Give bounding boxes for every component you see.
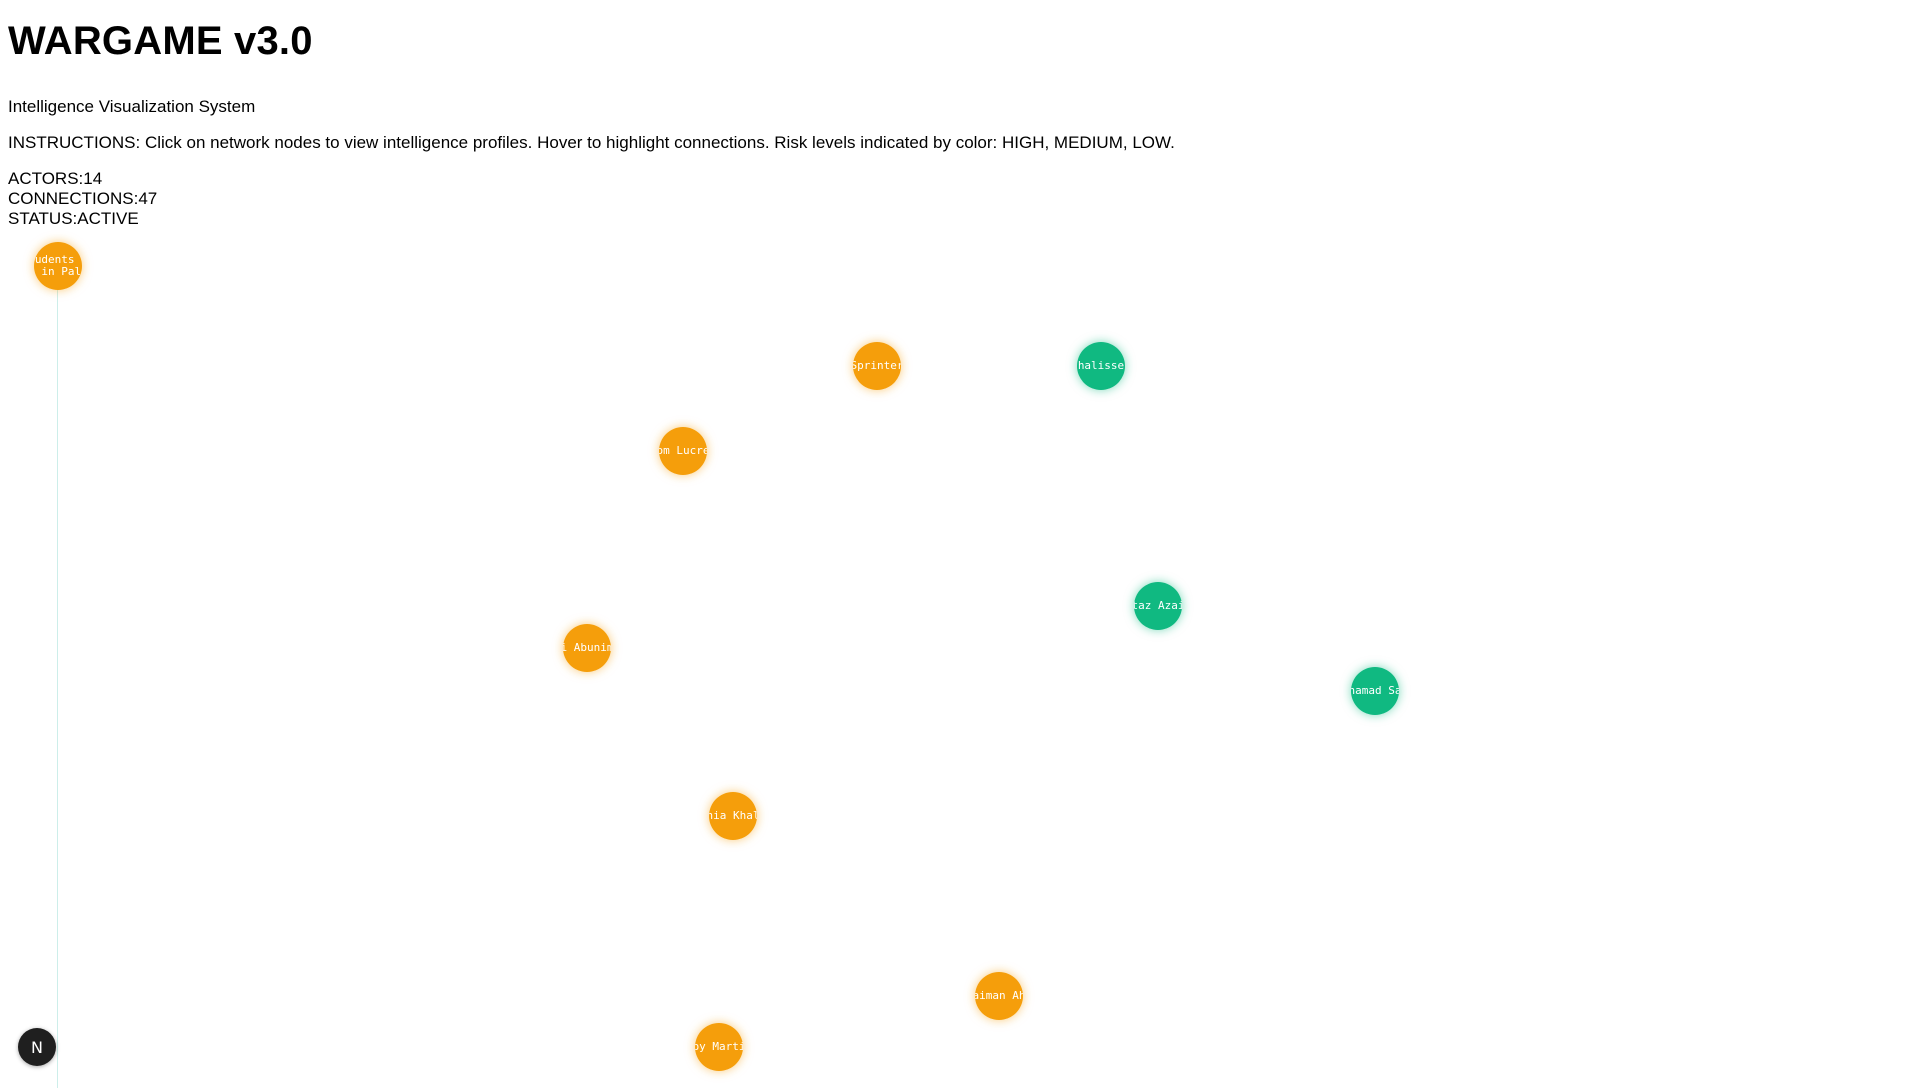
status-indicator: STATUS:ACTIVE <box>8 209 139 228</box>
network-node[interactable]: hamad Sa <box>1351 667 1399 715</box>
network-node[interactable]: halisse <box>1077 342 1125 390</box>
node-label: halisse <box>1077 359 1125 372</box>
stats-panel: ACTORS:14 CONNECTIONS:47 STATUS:ACTIVE <box>8 169 1175 229</box>
network-graph[interactable]: udents in Pal Sprinter halisse om Lucre … <box>0 230 1920 1088</box>
actors-count: ACTORS:14 <box>8 169 103 188</box>
node-label: aiman Ah <box>975 989 1023 1002</box>
node-label: nia Khal <box>709 809 757 822</box>
network-node[interactable]: taz Azai <box>1134 582 1182 630</box>
node-label: Sprinter <box>853 359 901 372</box>
page-title: WARGAME v3.0 <box>8 19 313 63</box>
node-label: hamad Sa <box>1351 684 1399 697</box>
dev-tools-button[interactable]: N <box>18 1028 56 1066</box>
network-node[interactable]: by Marti <box>695 1023 743 1071</box>
network-node[interactable]: udents in Pal <box>34 242 82 290</box>
connection-edge <box>57 278 58 1088</box>
page-header: WARGAME v3.0 Intelligence Visualization … <box>8 0 1175 229</box>
network-node[interactable]: i Abunim <box>563 624 611 672</box>
node-label: om Lucre <box>659 444 707 457</box>
instructions-text: INSTRUCTIONS: Click on network nodes to … <box>8 133 1175 152</box>
network-node[interactable]: aiman Ah <box>975 972 1023 1020</box>
page-subtitle: Intelligence Visualization System <box>8 97 256 116</box>
node-label: udents in Pal <box>34 253 82 278</box>
connections-count: CONNECTIONS:47 <box>8 189 158 208</box>
node-label: taz Azai <box>1134 599 1182 612</box>
network-node[interactable]: om Lucre <box>659 427 707 475</box>
network-node[interactable]: Sprinter <box>853 342 901 390</box>
node-label: i Abunim <box>563 641 611 654</box>
network-node[interactable]: nia Khal <box>709 792 757 840</box>
node-label: by Marti <box>695 1040 743 1053</box>
